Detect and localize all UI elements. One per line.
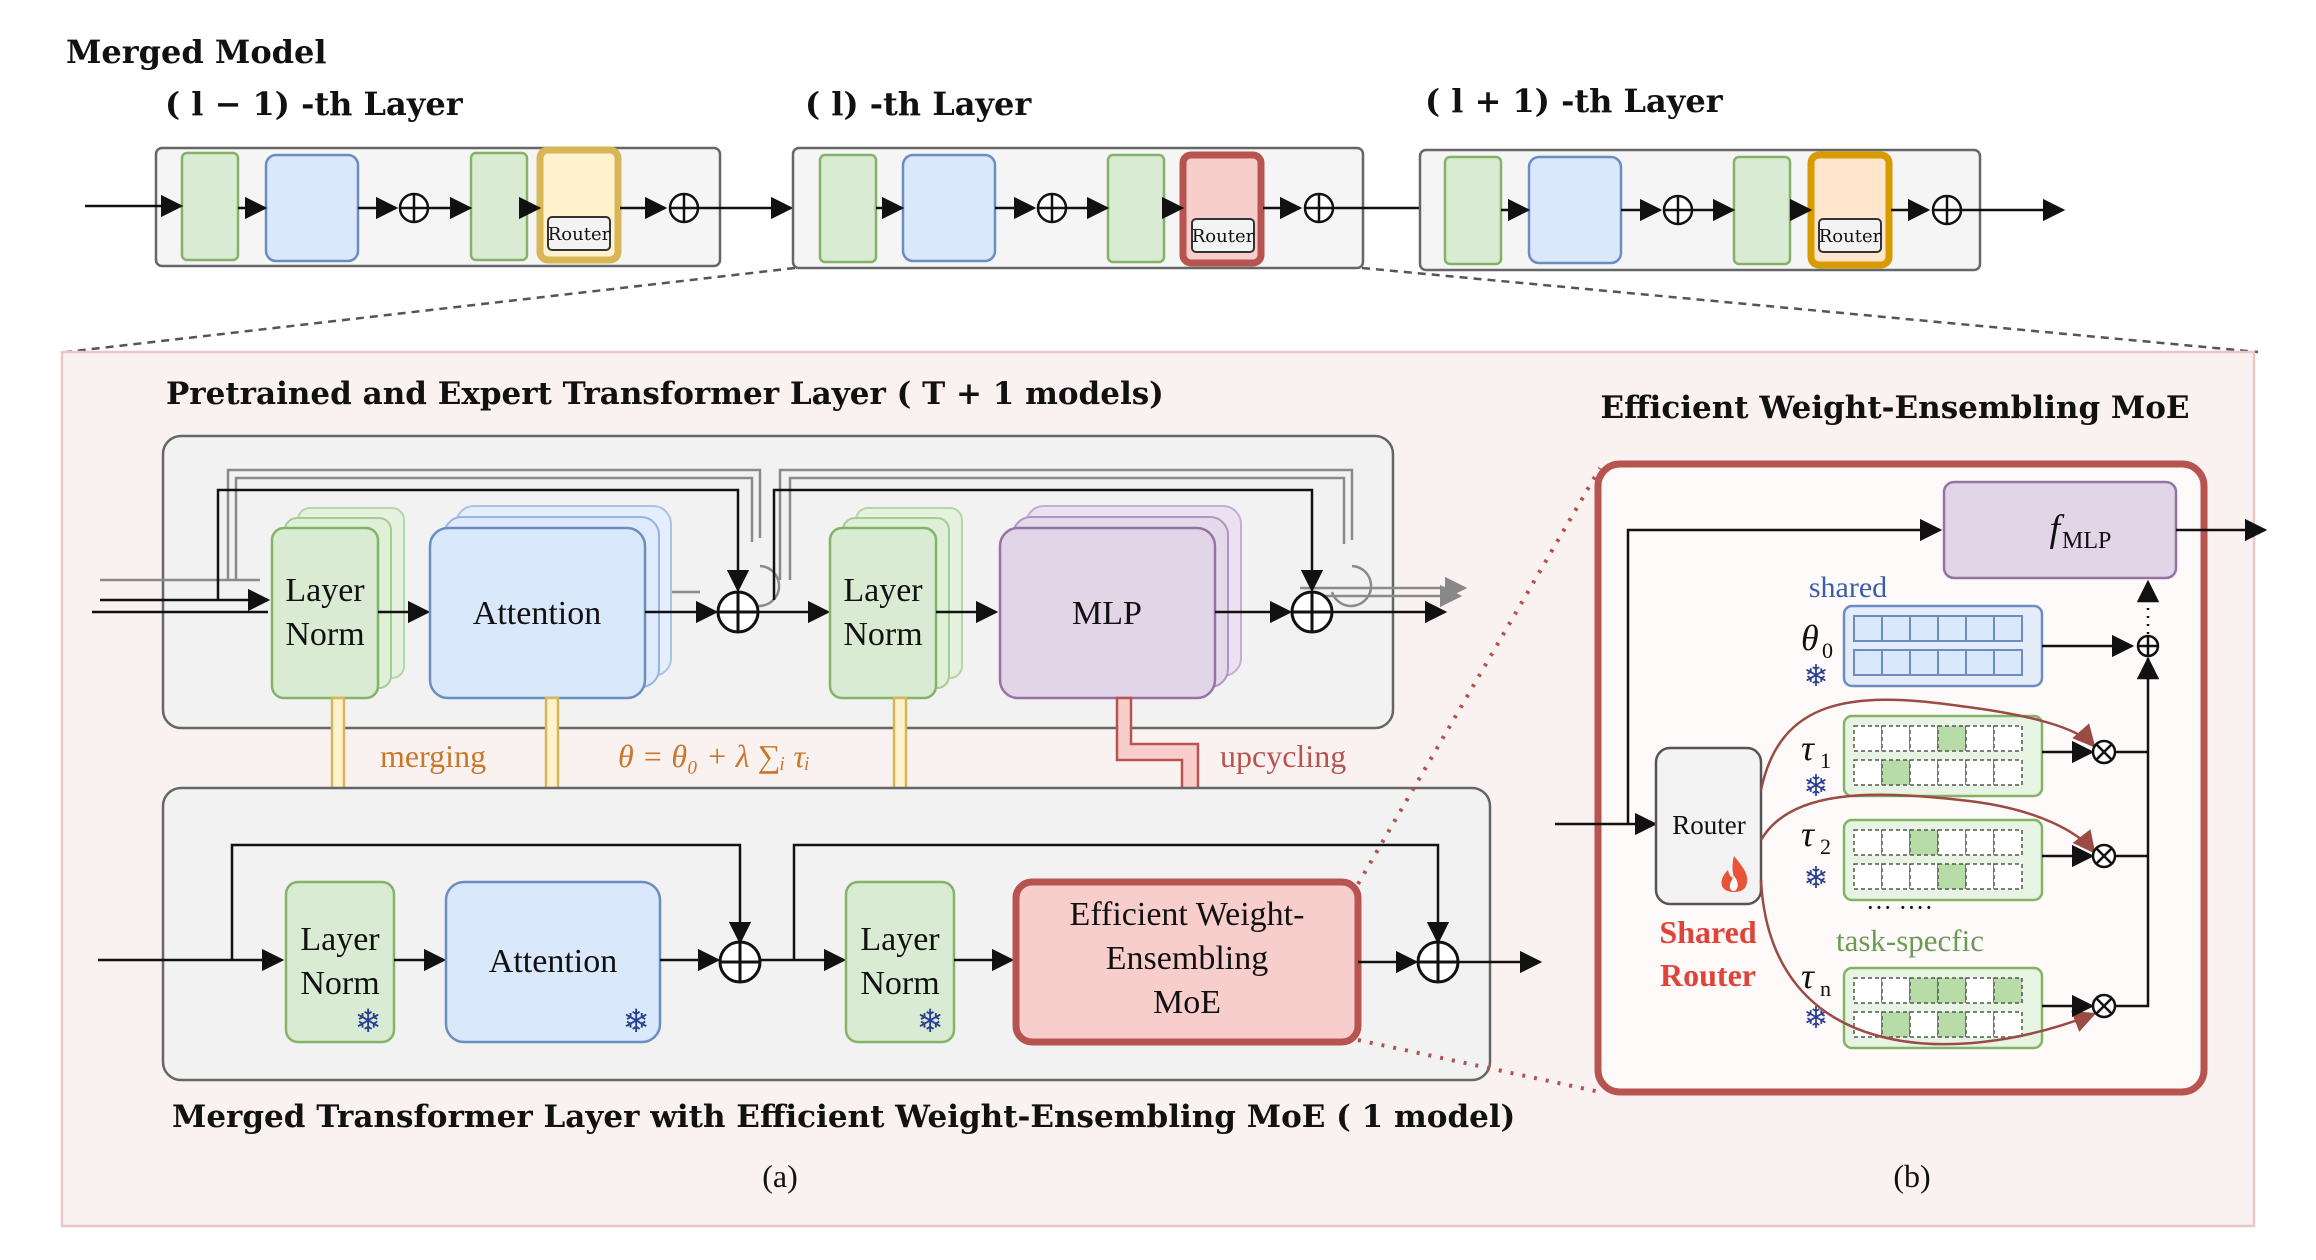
- tau1-label: τ: [1801, 728, 1815, 768]
- pretrained-layer-title: Pretrained and Expert Transformer Layer …: [166, 376, 1164, 412]
- tau2-label: τ: [1801, 814, 1815, 854]
- layer-norm-label: Layer: [843, 572, 923, 609]
- caption-b: (b): [1893, 1158, 1930, 1194]
- ln-box: [1443, 155, 1503, 266]
- add-icon: [1303, 192, 1335, 224]
- tau2-sub: 2: [1820, 834, 1831, 859]
- multiply-icon: [2091, 843, 2117, 869]
- tau1-sub: 1: [1820, 748, 1831, 773]
- panel-b-title: Efficient Weight-Ensembling MoE: [1600, 390, 2189, 426]
- attn-box: [1527, 155, 1623, 265]
- snowflake-icon: ❄: [1803, 1001, 1828, 1036]
- attention-label: Attention: [473, 595, 601, 632]
- layer-prev-block: Router: [154, 146, 722, 268]
- shared-router-label: Router: [1660, 957, 1756, 993]
- caption-a: (a): [762, 1158, 798, 1194]
- merged-layer-title: Merged Transformer Layer with Efficient …: [172, 1099, 1515, 1135]
- moe-label: Ensembling: [1106, 940, 1268, 977]
- router-label: Router: [1192, 226, 1255, 247]
- attn-box: [901, 153, 997, 263]
- ln-box: [180, 151, 240, 262]
- add-icon: [716, 590, 760, 634]
- multiply-icon: [2091, 993, 2117, 1019]
- router-chip: [1818, 218, 1882, 253]
- shared-router: Router: [1654, 746, 1763, 906]
- add-icon: [1290, 590, 1334, 634]
- add-icon: [398, 192, 430, 224]
- merge-formula: θ = θ₀ + λ ∑ᵢ τᵢ: [618, 738, 810, 774]
- merged-layer-norm-1: Layer Norm ❄: [284, 880, 396, 1044]
- snowflake-icon: ❄: [623, 1002, 650, 1040]
- layer-norm-label: Layer: [285, 572, 365, 609]
- router-label: Router: [1672, 810, 1746, 840]
- ln-box: [818, 153, 878, 264]
- layer-next-label: ( l + 1) -th Layer: [1425, 82, 1724, 120]
- residual-stack-lines: [100, 468, 1468, 608]
- f-mlp-sub: MLP: [2062, 528, 2111, 554]
- layer-curr-label: ( l) -th Layer: [805, 85, 1032, 123]
- layer-norm-label: Norm: [860, 965, 939, 1002]
- mlp-label: MLP: [1072, 595, 1142, 632]
- merged-model-title: Merged Model: [66, 33, 327, 71]
- tau1-matrix: [1842, 714, 2044, 798]
- snowflake-icon: ❄: [1803, 769, 1828, 804]
- layer-norm-label: Norm: [843, 616, 922, 653]
- router-label: Router: [1819, 226, 1882, 247]
- layer-norm-stack-2: Layer Norm: [828, 507, 963, 700]
- layer-norm-label: Norm: [285, 616, 364, 653]
- layer-norm-label: Layer: [300, 921, 380, 958]
- merging-label: merging: [380, 738, 486, 774]
- add-icon: [668, 192, 700, 224]
- add-icon: [1036, 192, 1068, 224]
- ln-box: [1106, 153, 1166, 264]
- efficient-moe-block: Efficient Weight- Ensembling MoE: [1012, 878, 1362, 1046]
- layer-norm-stack-1: Layer Norm: [270, 507, 405, 700]
- snowflake-icon: ❄: [1803, 861, 1828, 896]
- add-icon: [1662, 194, 1694, 226]
- router-label: Router: [548, 224, 611, 245]
- snowflake-icon: ❄: [355, 1002, 382, 1040]
- shared-label: shared: [1809, 571, 1887, 604]
- tau2-matrix: [1842, 818, 2044, 902]
- ellipsis: ··· ····: [1866, 893, 1933, 922]
- taun-label: τ: [1801, 956, 1815, 996]
- router-chip: [1191, 218, 1255, 253]
- theta0-sub: 0: [1822, 638, 1833, 663]
- taun-matrix: [1842, 966, 2044, 1050]
- add-icon: [1931, 194, 1963, 226]
- fire-icon: [1721, 856, 1748, 892]
- snowflake-icon: ❄: [1803, 659, 1828, 694]
- taun-sub: n: [1820, 976, 1831, 1001]
- attention-stack: Attention: [428, 505, 672, 700]
- upcycling-label: upcycling: [1220, 738, 1346, 774]
- merged-attention: Attention ❄: [444, 880, 662, 1044]
- add-icon: [1416, 940, 1460, 984]
- f-mlp-block: f MLP: [1942, 480, 2178, 580]
- moe-label: MoE: [1153, 984, 1221, 1021]
- shared-router-label: Shared: [1659, 914, 1756, 950]
- router-chip: [547, 216, 611, 251]
- layer-norm-label: Layer: [860, 921, 940, 958]
- attn-box: [264, 153, 360, 263]
- ln-box: [1732, 155, 1792, 266]
- add-icon: [2136, 634, 2160, 658]
- attention-label: Attention: [489, 943, 617, 980]
- theta0-label: θ: [1801, 618, 1819, 658]
- layer-curr-block: Router: [791, 146, 1365, 270]
- mlp-stack: MLP: [998, 505, 1242, 700]
- add-icon: [718, 940, 762, 984]
- theta0-matrix: [1842, 604, 2044, 688]
- snowflake-icon: ❄: [917, 1002, 944, 1040]
- layer-prev-label: ( l − 1) -th Layer: [165, 85, 464, 123]
- task-specific-label: task-specfic: [1836, 923, 1984, 958]
- multiply-icon: [2091, 739, 2117, 765]
- moe-label: Efficient Weight-: [1070, 896, 1305, 933]
- merged-layer-norm-2: Layer Norm ❄: [844, 880, 956, 1044]
- layer-norm-label: Norm: [300, 965, 379, 1002]
- ln-box: [469, 151, 529, 262]
- layer-next-block: Router: [1418, 148, 1982, 272]
